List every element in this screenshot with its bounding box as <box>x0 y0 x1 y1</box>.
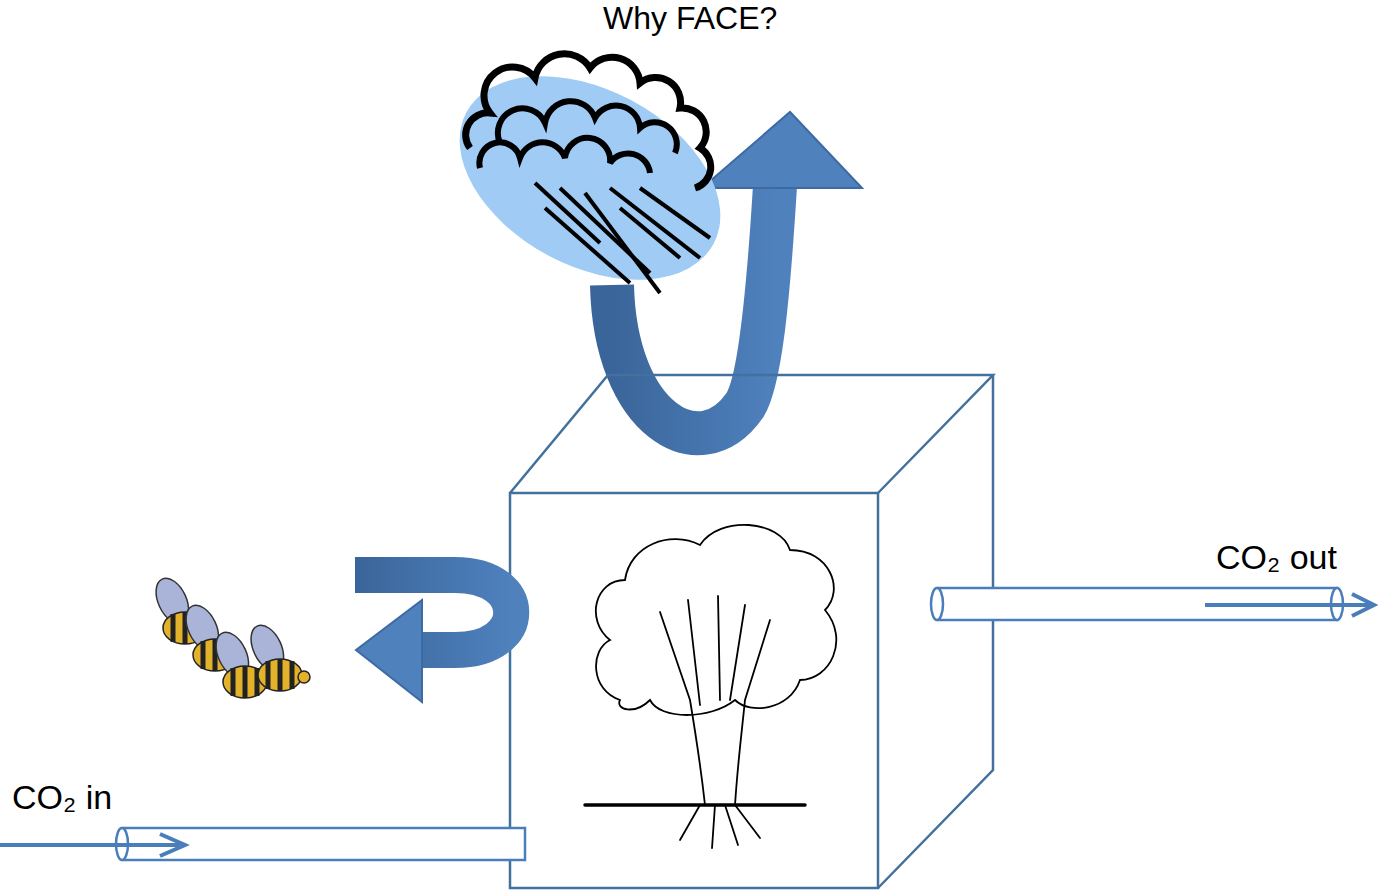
arrow-head <box>702 112 862 188</box>
co2-outlet-pipe <box>931 588 1374 620</box>
cloud-ground <box>425 35 755 322</box>
co2-inlet-pipe <box>0 828 525 860</box>
flow-label: CO₂ out <box>1216 538 1337 577</box>
pollinator-arrow <box>355 575 511 702</box>
rain-cloud <box>425 35 755 322</box>
cloud-outline <box>498 101 677 153</box>
chamber-cube <box>510 375 993 888</box>
flow-label: CO₂ in <box>12 778 112 817</box>
arrow-head <box>356 600 422 702</box>
bees <box>149 573 310 698</box>
tree-drawing <box>585 525 836 848</box>
bee-icon <box>244 620 310 691</box>
cloud-outline <box>466 54 711 188</box>
rain-lines <box>535 183 710 293</box>
cloud-outline <box>479 138 650 173</box>
title-text: Why FACE? <box>597 0 783 37</box>
